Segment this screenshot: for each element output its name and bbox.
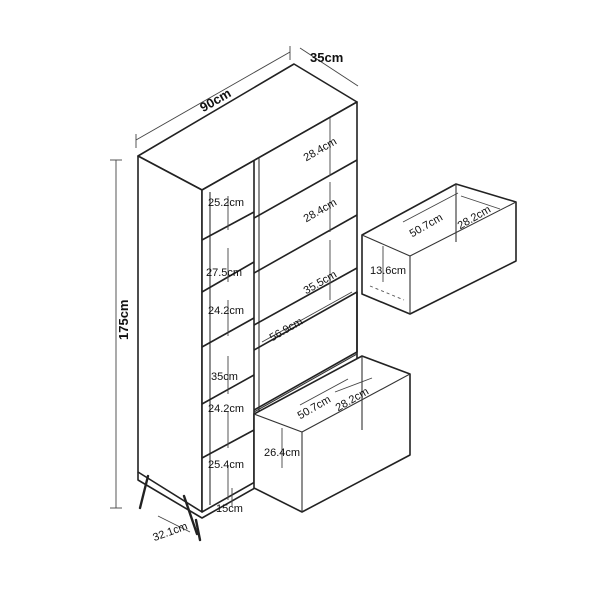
right-shelf-3 xyxy=(253,267,358,326)
width-dimension-line xyxy=(135,51,291,141)
small-drawer-width-line xyxy=(402,192,459,223)
small-drawer-height: 13.6cm xyxy=(370,265,406,277)
drawer-slot-top xyxy=(253,291,358,411)
right-width-line xyxy=(261,291,353,343)
leg-spacing-line xyxy=(157,515,191,533)
left-shelf-height-5: 24.2cm xyxy=(208,403,244,415)
right-shelf-2 xyxy=(253,214,358,274)
leg-front-left xyxy=(182,494,199,536)
depth-label: 35cm xyxy=(310,50,343,65)
right-shelf-1 xyxy=(253,159,358,219)
height-label: 175cm xyxy=(116,300,131,340)
left-shelf-height-1: 25.2cm xyxy=(208,197,244,209)
left-shelf-height-6: 25.4cm xyxy=(208,459,244,471)
left-shelf-height-4: 35cm xyxy=(211,371,238,383)
large-drawer-height: 26.4cm xyxy=(264,447,300,459)
small-drawer-guide xyxy=(369,285,405,301)
dimension-lines xyxy=(110,46,359,533)
cabinet-side xyxy=(137,155,203,513)
left-shelf-height-3: 24.2cm xyxy=(208,305,244,317)
large-drawer xyxy=(253,355,411,513)
large-drawer-width-line xyxy=(299,378,349,406)
left-shelf-height-2: 27.5cm xyxy=(206,267,242,279)
leg-height-label: 15cm xyxy=(216,503,243,515)
leg-back-left xyxy=(138,474,150,510)
leg-front-center xyxy=(194,518,202,542)
small-drawer xyxy=(361,183,517,315)
depth-dimension-line xyxy=(299,47,359,87)
small-drawer-depth-line xyxy=(460,195,501,210)
large-drawer-depth-line xyxy=(334,377,373,393)
leg-spacing-label: 32.1cm xyxy=(151,520,189,544)
drawer-slot-bottom xyxy=(253,353,358,413)
